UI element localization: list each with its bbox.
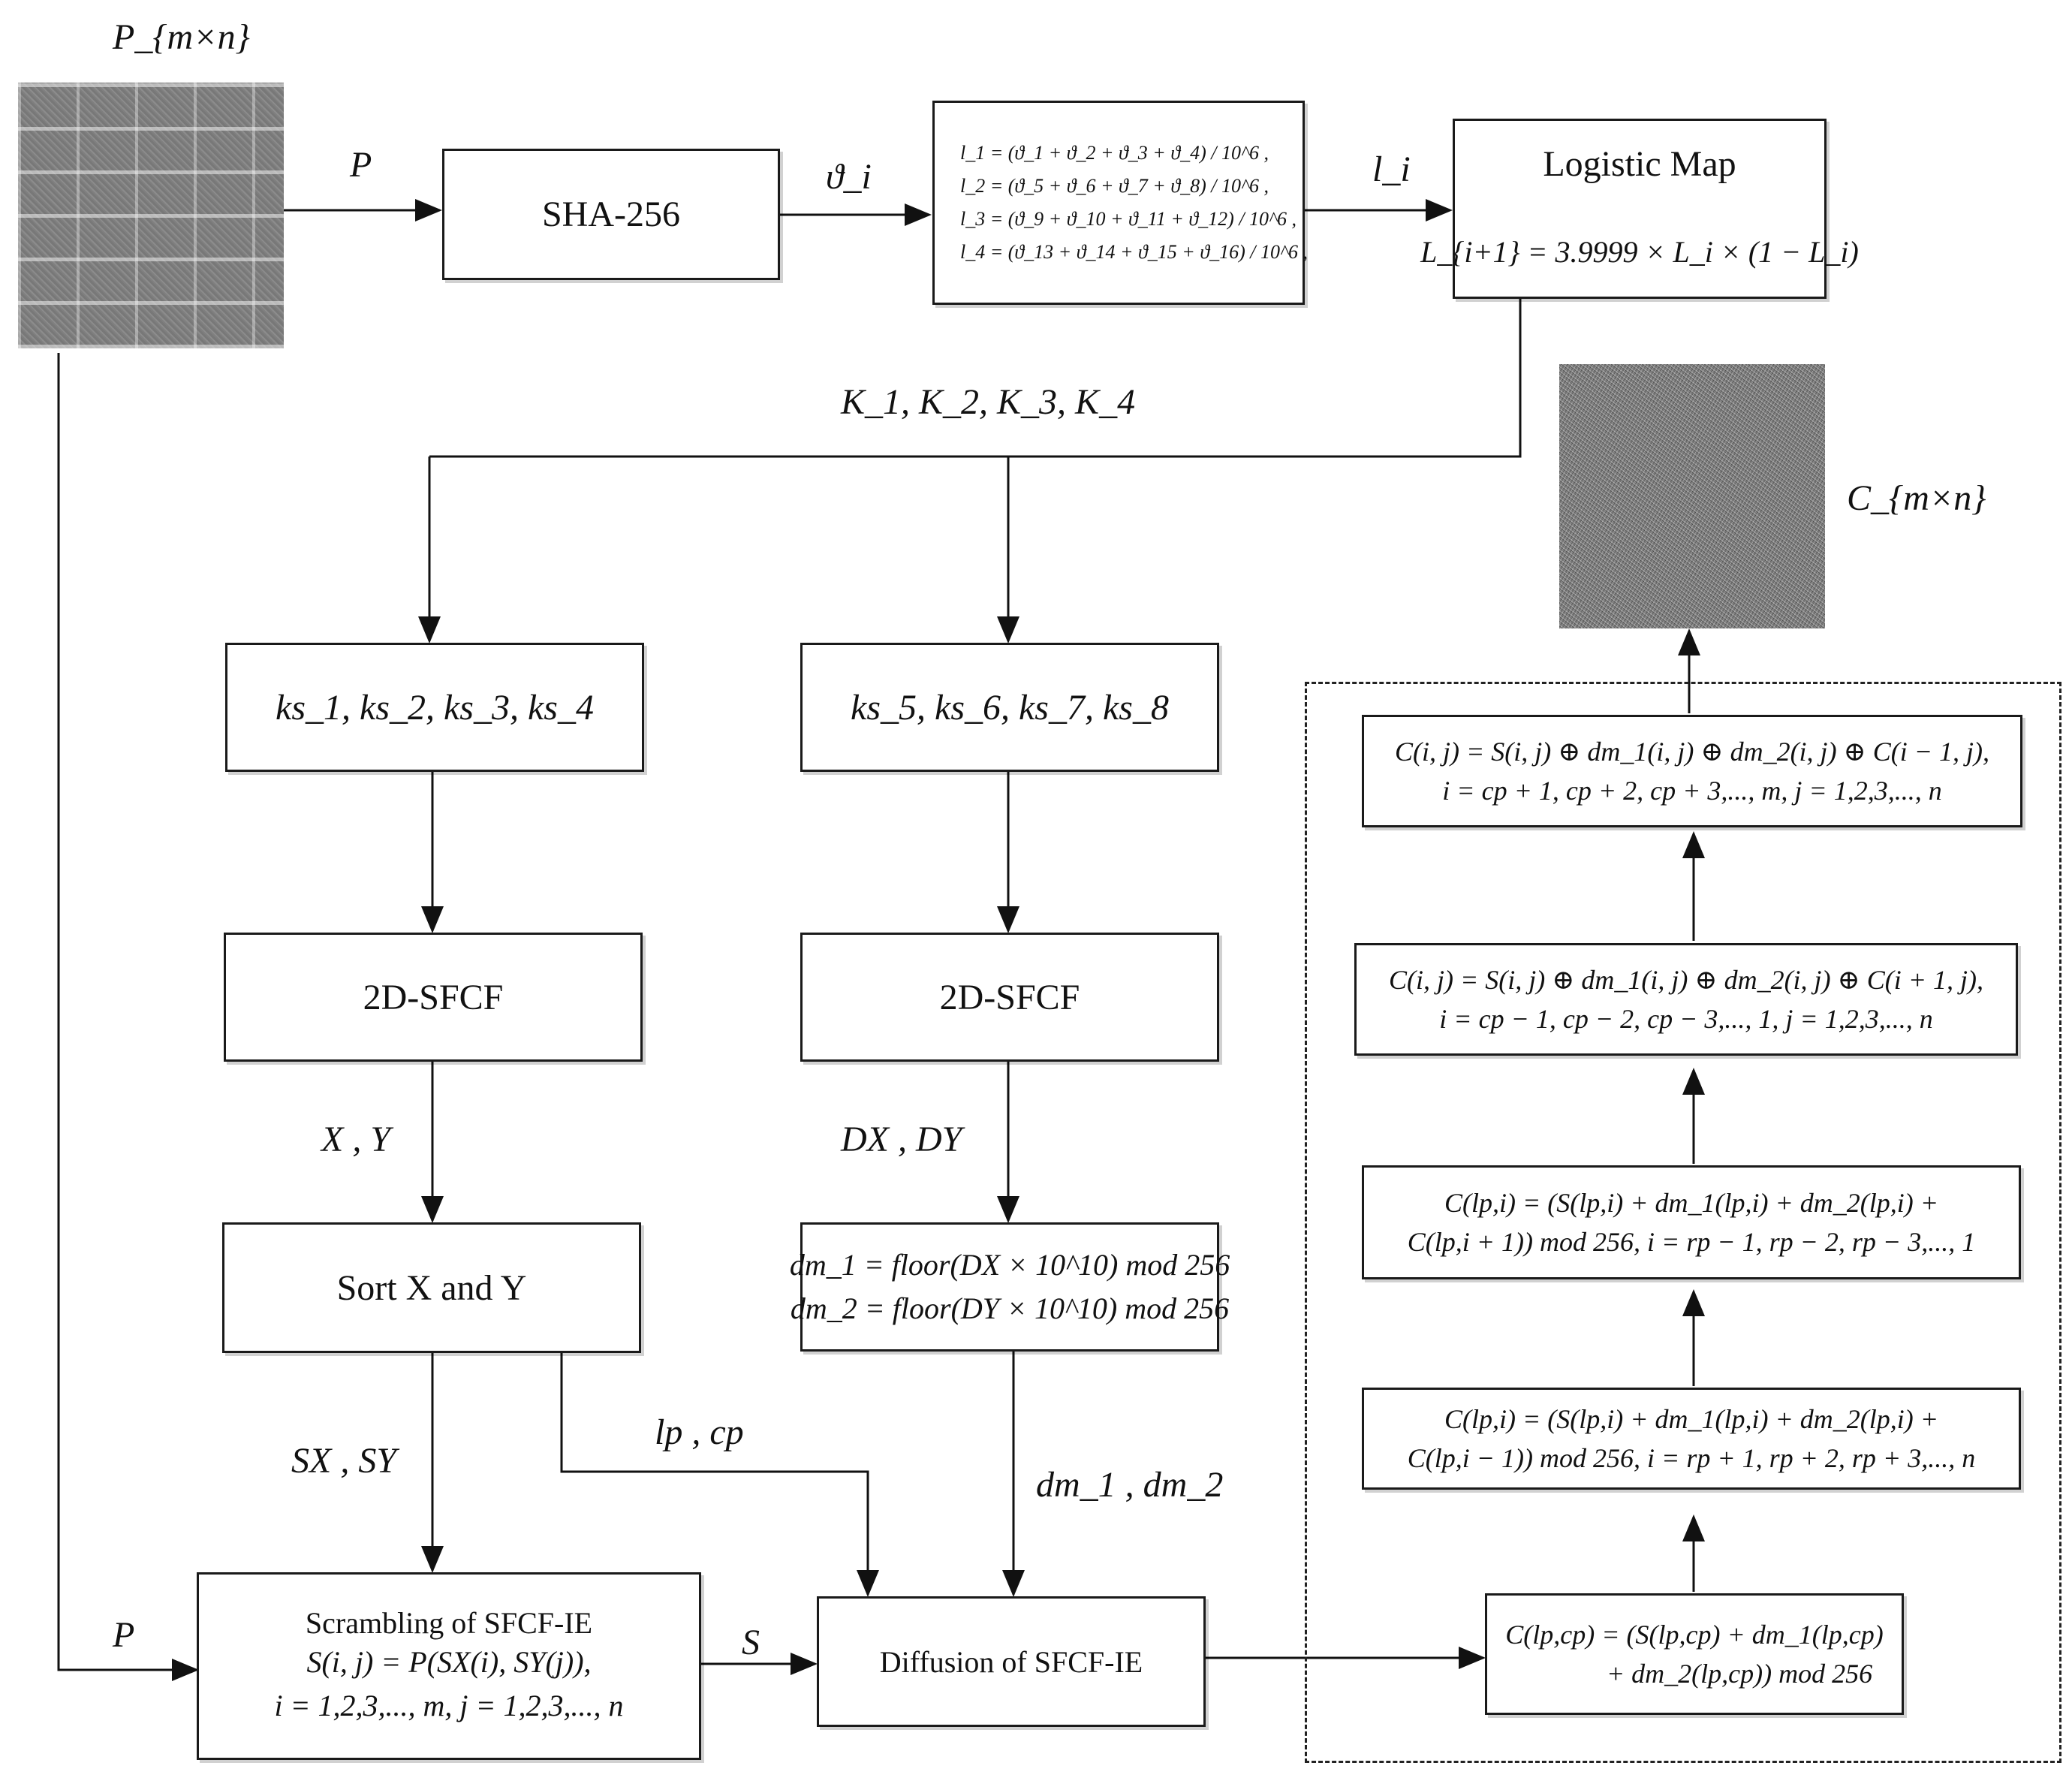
sort-box: Sort X and Y <box>222 1222 641 1353</box>
plain-image-label: P_{m×n} <box>113 17 250 57</box>
sfcf-left-box: 2D-SFCF <box>224 933 643 1062</box>
label-s: S <box>742 1623 760 1662</box>
label-theta-i: ϑ_i <box>826 157 872 197</box>
label-l-i: l_i <box>1372 149 1411 189</box>
init-eq-3: l_3 = (ϑ_9 + ϑ_10 + ϑ_11 + ϑ_12) / 10^6 … <box>960 208 1297 230</box>
step3-line-2: C(lp,i + 1)) mod 256, i = rp − 1, rp − 2… <box>1407 1227 1976 1257</box>
init-eq-1: l_1 = (ϑ_1 + ϑ_2 + ϑ_3 + ϑ_4) / 10^6 , <box>960 141 1269 164</box>
diffusion-detail-region <box>1305 682 2061 1763</box>
diffusion-box: Diffusion of SFCF-IE <box>817 1596 1206 1727</box>
step5-line-1: C(i, j) = S(i, j) ⊕ dm_1(i, j) ⊕ dm_2(i,… <box>1395 736 1989 767</box>
init-eq-2: l_2 = (ϑ_5 + ϑ_6 + ϑ_7 + ϑ_8) / 10^6 , <box>960 174 1269 197</box>
diffusion-step-1: C(lp,cp) = (S(lp,cp) + dm_1(lp,cp) + dm_… <box>1485 1593 1904 1715</box>
label-keys: K_1, K_2, K_3, K_4 <box>841 382 1136 422</box>
diffusion-step-4: C(i, j) = S(i, j) ⊕ dm_1(i, j) ⊕ dm_2(i,… <box>1354 943 2018 1056</box>
step4-line-2: i = cp − 1, cp − 2, cp − 3,..., 1, j = 1… <box>1439 1004 1933 1034</box>
dm-equations-box: dm_1 = floor(DX × 10^10) mod 256 dm_2 = … <box>790 1222 1230 1352</box>
label-dm1-dm2: dm_1 , dm_2 <box>1036 1465 1224 1505</box>
line-plain-to-scramble <box>57 353 199 1681</box>
ks-right-box: ks_5, ks_6, ks_7, ks_8 <box>800 643 1219 772</box>
cipher-image-label: C_{m×n} <box>1847 478 1986 518</box>
label-x-y: X , Y <box>321 1120 391 1159</box>
diffusion-step-5: C(i, j) = S(i, j) ⊕ dm_1(i, j) ⊕ dm_2(i,… <box>1362 715 2022 827</box>
logistic-map-title: Logistic Map <box>1543 144 1736 185</box>
scrambling-title: Scrambling of SFCF-IE <box>305 1605 593 1640</box>
scrambling-box: Scrambling of SFCF-IE S(i, j) = P(SX(i),… <box>197 1572 701 1760</box>
cipher-image <box>1559 364 1825 628</box>
diffusion-step-2: C(lp,i) = (S(lp,i) + dm_1(lp,i) + dm_2(l… <box>1362 1388 2021 1490</box>
dm-eq-2: dm_2 = floor(DY × 10^10) mod 256 <box>790 1291 1230 1325</box>
init-equations-box: l_1 = (ϑ_1 + ϑ_2 + ϑ_3 + ϑ_4) / 10^6 , l… <box>932 101 1308 305</box>
init-eq-4: l_4 = (ϑ_13 + ϑ_14 + ϑ_15 + ϑ_16) / 10^6… <box>960 241 1308 264</box>
logistic-map-box: Logistic Map L_{i+1} = 3.9999 × L_i × (1… <box>1420 119 1859 299</box>
line-logistic-to-split <box>429 298 1522 458</box>
step4-line-1: C(i, j) = S(i, j) ⊕ dm_1(i, j) ⊕ dm_2(i,… <box>1389 964 1983 995</box>
label-p-top: P <box>350 145 372 185</box>
step1-line-2: + dm_2(lp,cp)) mod 256 <box>1606 1659 1873 1689</box>
step5-line-2: i = cp + 1, cp + 2, cp + 3,..., m, j = 1… <box>1442 776 1942 806</box>
line-sort-lpcp <box>560 1352 879 1597</box>
sfcf-right-box: 2D-SFCF <box>800 933 1219 1062</box>
ks-left-box: ks_1, ks_2, ks_3, ks_4 <box>225 643 644 772</box>
label-p-bottom: P <box>113 1615 135 1655</box>
sha256-box: SHA-256 <box>442 149 780 280</box>
scrambling-eq-1: S(i, j) = P(SX(i), SY(j)), <box>306 1644 592 1679</box>
plain-image <box>18 83 284 348</box>
step2-line-1: C(lp,i) = (S(lp,i) + dm_1(lp,i) + dm_2(l… <box>1444 1403 1939 1434</box>
dm-eq-1: dm_1 = floor(DX × 10^10) mod 256 <box>789 1248 1230 1282</box>
scrambling-eq-2: i = 1,2,3,..., m, j = 1,2,3,..., n <box>274 1688 624 1722</box>
logistic-map-equation: L_{i+1} = 3.9999 × L_i × (1 − L_i) <box>1420 234 1859 269</box>
label-lp-cp: lp , cp <box>655 1412 744 1452</box>
step2-line-2: C(lp,i − 1)) mod 256, i = rp + 1, rp + 2… <box>1407 1443 1976 1473</box>
label-dx-dy: DX , DY <box>841 1120 962 1159</box>
step3-line-1: C(lp,i) = (S(lp,i) + dm_1(lp,i) + dm_2(l… <box>1444 1187 1939 1218</box>
diffusion-step-3: C(lp,i) = (S(lp,i) + dm_1(lp,i) + dm_2(l… <box>1362 1165 2021 1279</box>
label-sx-sy: SX , SY <box>291 1441 397 1481</box>
step1-line-1: C(lp,cp) = (S(lp,cp) + dm_1(lp,cp) <box>1505 1619 1884 1650</box>
